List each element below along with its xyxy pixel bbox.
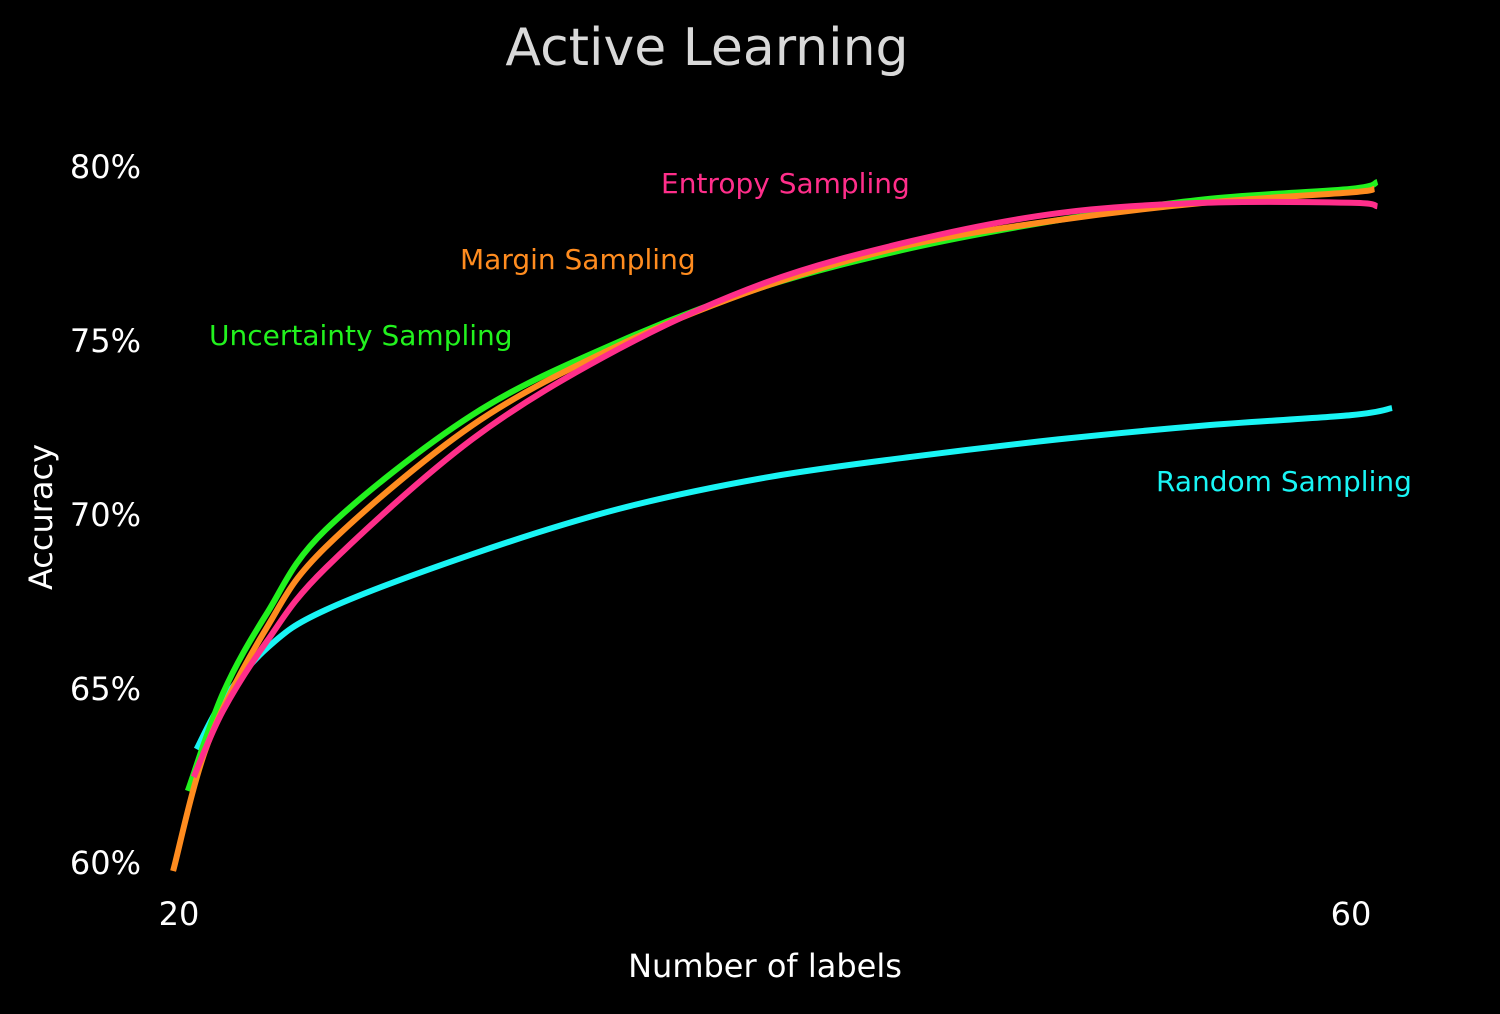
x-tick-20: 20: [159, 895, 200, 933]
series-line-entropy-sampling: [190, 198, 1379, 779]
series-line-random-sampling: [193, 405, 1393, 751]
y-tick-65: 65%: [70, 670, 141, 708]
y-tick-70: 70%: [70, 496, 141, 534]
series-label-entropy-sampling: Entropy Sampling: [661, 167, 910, 200]
series-lines: [170, 179, 1393, 872]
y-tick-60: 60%: [70, 844, 141, 882]
series-labels: Random Sampling Uncertainty Sampling Mar…: [209, 167, 1412, 498]
y-tick-80: 80%: [70, 148, 141, 186]
x-axis-label: Number of labels: [628, 947, 902, 985]
x-tick-60: 60: [1331, 895, 1372, 933]
y-tick-75: 75%: [70, 322, 141, 360]
series-label-random-sampling: Random Sampling: [1156, 465, 1412, 498]
chart-title: Active Learning: [505, 18, 908, 78]
y-axis-ticks: 60% 65% 70% 75% 80%: [70, 148, 141, 882]
series-line-margin-sampling: [170, 185, 1376, 872]
series-label-margin-sampling: Margin Sampling: [460, 243, 696, 276]
x-axis-ticks: 20 60: [159, 895, 1372, 933]
y-axis-label: Accuracy: [22, 444, 60, 590]
series-label-uncertainty-sampling: Uncertainty Sampling: [209, 319, 513, 352]
